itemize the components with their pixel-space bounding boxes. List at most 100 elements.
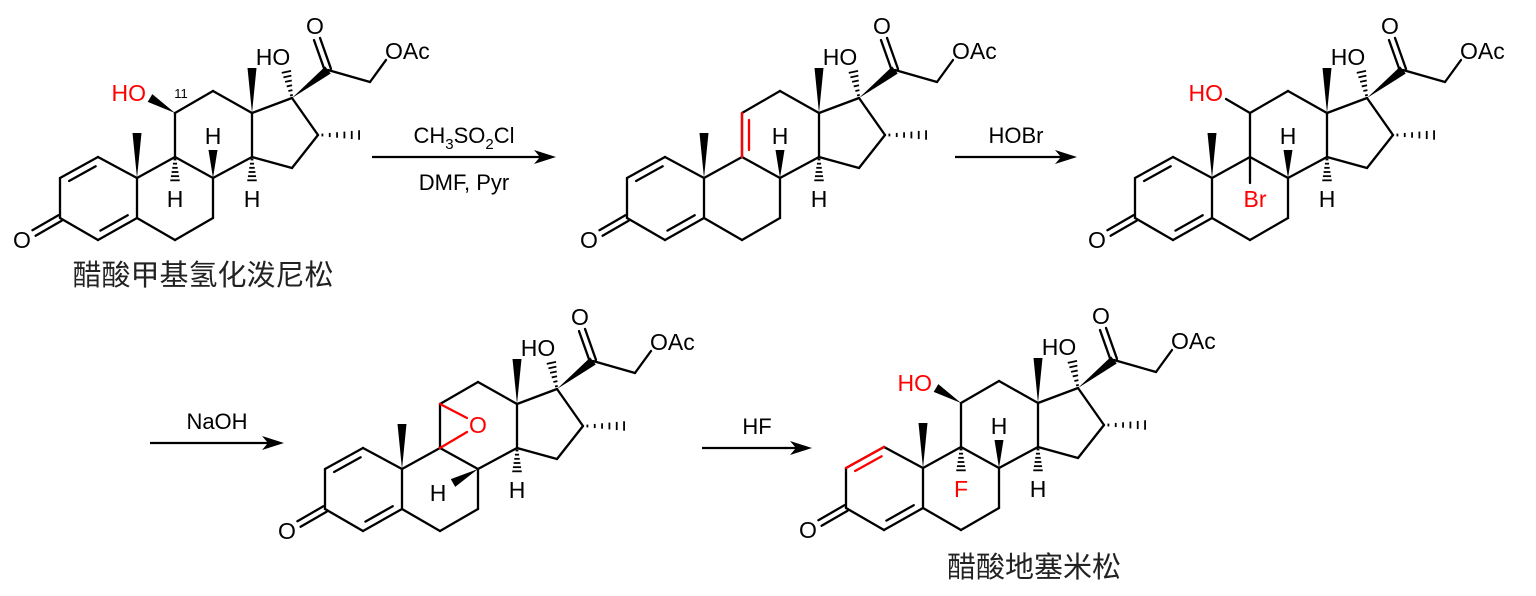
h14-hash	[512, 449, 522, 473]
atom-oh17: HO	[823, 44, 858, 70]
bond-C4-C5	[361, 507, 404, 533]
reaction-arrow-4: HF	[702, 414, 812, 455]
carbonyl-c20	[577, 329, 592, 364]
c11-locant: 11	[174, 86, 188, 101]
bond-C5-C6	[702, 216, 744, 242]
bond-C12-C13	[997, 379, 1040, 405]
double-bond-c4-c5	[885, 504, 915, 522]
hash-line	[851, 79, 859, 83]
bond-C10-C1	[96, 155, 139, 180]
bond-C10-C1	[361, 446, 404, 471]
atom-o20: O	[306, 13, 324, 39]
double-bond-c1-c2	[67, 165, 97, 183]
reagent-part: NaOH	[186, 409, 247, 434]
c17-c20-wedge	[557, 357, 596, 389]
carbonyl-c3	[299, 510, 328, 528]
hash-line	[1069, 364, 1078, 369]
bond-C8-C9	[740, 155, 782, 180]
atom-h14: H	[244, 186, 261, 212]
reaction-arrow-2: HOBr	[955, 123, 1077, 164]
carbonyl-c3	[598, 214, 627, 232]
bond-C4-C5	[96, 216, 139, 242]
bond-C16-C15	[1076, 423, 1106, 460]
double-bond-c1-c2	[332, 456, 362, 474]
bond-C13-C17	[1325, 96, 1369, 115]
bond-C16-C15	[857, 133, 887, 170]
bond-C6-C7	[173, 216, 215, 242]
oh17-hash	[281, 69, 293, 97]
bond-C5-C6	[135, 216, 177, 242]
reaction-arrow-3: NaOH	[150, 409, 284, 450]
bond-C15-C14	[1325, 155, 1369, 170]
methyl-c16-hash	[321, 130, 360, 140]
bond-C12-C13	[1286, 89, 1329, 115]
methyl-c19-wedge	[132, 133, 142, 178]
hash-line	[281, 69, 292, 74]
hash-line	[1067, 359, 1078, 364]
bond-C13-C17	[515, 387, 559, 406]
carbonyl-c3	[601, 219, 630, 237]
bond-C4-C5	[882, 506, 925, 532]
hash-line	[1359, 79, 1367, 83]
atom-h14: H	[509, 477, 526, 503]
bond-C10-C1	[882, 445, 925, 470]
reagent-part: HF	[742, 414, 771, 439]
bond-C1-C2	[1133, 155, 1175, 180]
hash-line	[1363, 89, 1368, 92]
atom-h8: H	[772, 123, 789, 149]
bond-C4-C5	[1171, 216, 1214, 242]
bond-C17-C16	[290, 96, 320, 137]
bond-C3-C4	[625, 216, 667, 242]
bond-C8-C9	[438, 446, 480, 471]
carbonyl-c3	[820, 509, 849, 527]
atom-o3: O	[1088, 227, 1106, 253]
reagent-above: NaOH	[186, 409, 247, 434]
bond-C20-C21	[893, 68, 939, 84]
bond-C3-C4	[323, 507, 365, 533]
bond-C8-C9	[1248, 155, 1290, 180]
bond-C11-C12	[173, 89, 215, 115]
bond-C16-C15	[1365, 133, 1395, 170]
bond-C5-C6	[921, 506, 963, 532]
atom-o3: O	[799, 517, 817, 543]
h8-wedge	[208, 150, 218, 178]
double-bond-c1-c2	[634, 165, 664, 183]
h8-wedge	[1283, 150, 1293, 178]
reagent-above: HF	[742, 414, 771, 439]
bond-C9-C10	[135, 155, 177, 180]
bond-c21-o	[1443, 58, 1463, 84]
methyl-c16-hash	[1107, 420, 1146, 430]
atom-oac: OAc	[1171, 328, 1216, 354]
double-bond-c1-c2	[853, 455, 883, 473]
reagent-part: SO	[454, 123, 486, 148]
double-bond-c4-c5	[99, 214, 129, 232]
atom-h8: H	[430, 480, 447, 506]
bond-C20-C21	[326, 68, 372, 84]
bond-C14-C8	[1286, 155, 1329, 180]
bond-C9-C10	[702, 155, 744, 180]
atom-o20: O	[1092, 303, 1110, 329]
methyl-c19-wedge	[1207, 133, 1217, 178]
carbonyl-c3	[296, 505, 325, 523]
c17-c20-wedge	[859, 66, 898, 98]
bond-C17-C16	[555, 387, 585, 428]
bond-C1-C2	[625, 155, 667, 180]
bond-C5-C6	[1210, 216, 1252, 242]
methyl-c19-wedge	[397, 424, 407, 469]
double-bond-c4-c5	[364, 505, 394, 523]
carbonyl-c20	[879, 38, 894, 73]
bond-C1-C2-red	[844, 445, 886, 470]
bond-C11-C12	[740, 89, 782, 115]
carbonyl-c3	[31, 214, 60, 232]
atom-oh11: HO	[1189, 80, 1224, 106]
bond-C15-C14	[250, 155, 294, 170]
h8-wedge	[994, 440, 1004, 468]
bond-C9-C10	[921, 445, 963, 470]
bond-C5-C6	[400, 507, 442, 533]
methyl-c19-wedge	[918, 423, 928, 468]
carbonyl-c20	[1393, 36, 1408, 71]
h9-hash	[170, 158, 180, 182]
atom-oh17: HO	[256, 44, 291, 70]
